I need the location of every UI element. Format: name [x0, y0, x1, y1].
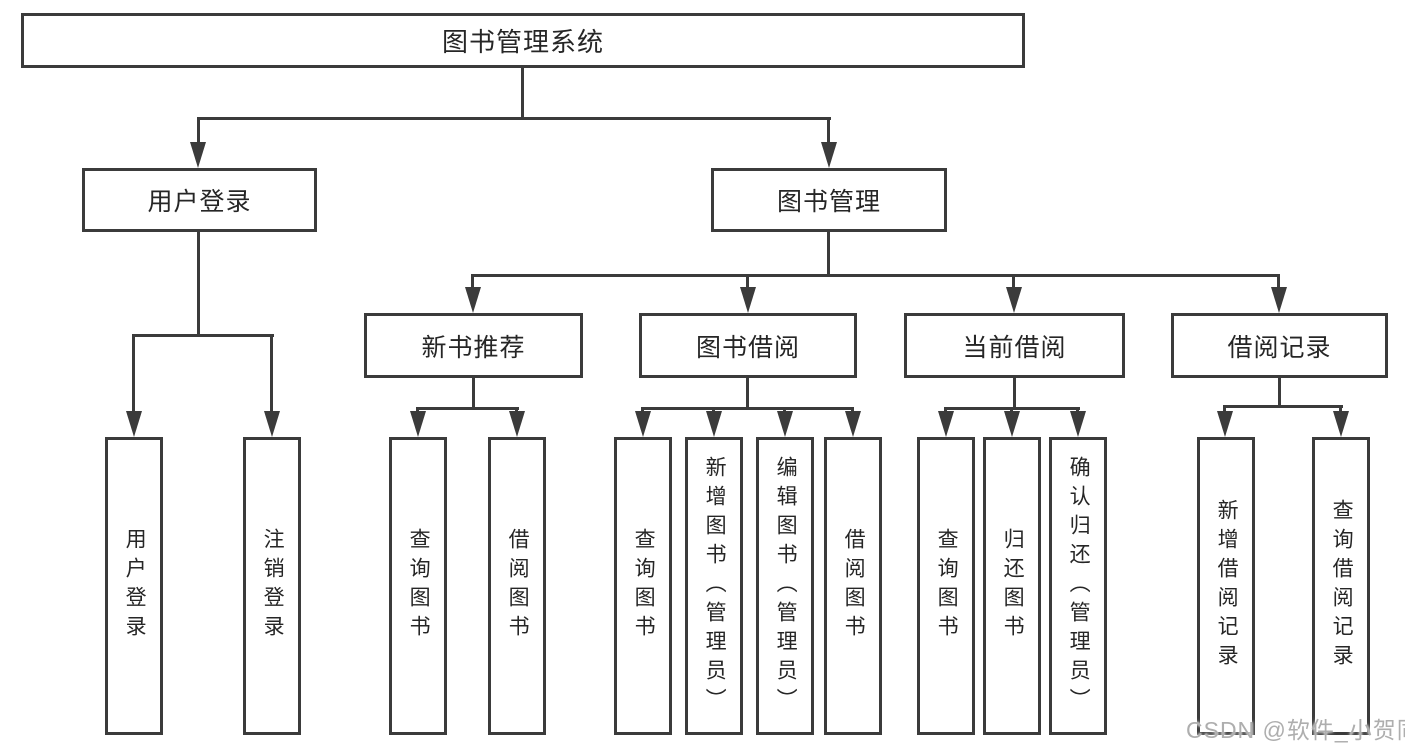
leaf-add-book-admin: 新增图书（管理员）	[685, 437, 743, 735]
connector-line	[746, 378, 749, 409]
node-book-management-label: 图书管理	[776, 188, 881, 216]
connector-line	[471, 274, 1280, 277]
connector-line	[197, 117, 200, 145]
leaf-return-books: 归还图书	[983, 437, 1041, 735]
connector-line	[746, 274, 749, 290]
node-user-login-group-label: 用户登录	[147, 188, 252, 216]
leaf-logout-label: 注销登录	[261, 528, 285, 644]
arrow-down-icon	[410, 411, 426, 437]
arrow-down-icon	[635, 411, 651, 437]
arrow-down-icon	[509, 411, 525, 437]
leaf-add-book-admin-label: 新增图书（管理员）	[703, 455, 727, 717]
connector-line	[1278, 378, 1281, 407]
leaf-borrow-books-borrowing-label: 借阅图书	[842, 528, 866, 644]
arrow-down-icon	[1006, 287, 1022, 313]
node-user-login-group: 用户登录	[82, 168, 317, 232]
connector-line	[416, 407, 519, 410]
leaf-return-books-label: 归还图书	[1001, 528, 1025, 644]
connector-line	[132, 334, 135, 414]
arrow-down-icon	[465, 287, 481, 313]
leaf-query-books-current-label: 查询图书	[935, 528, 959, 644]
connector-line	[1223, 405, 1226, 415]
leaf-borrow-books-recommend-label: 借阅图书	[506, 528, 530, 644]
connector-line	[1277, 274, 1280, 290]
connector-line	[197, 117, 831, 120]
connector-line	[471, 274, 474, 290]
connector-line	[197, 232, 200, 336]
connector-line	[827, 117, 830, 145]
leaf-query-borrow-record-label: 查询借阅记录	[1330, 499, 1354, 673]
arrow-down-icon	[938, 411, 954, 437]
node-book-borrowing: 图书借阅	[639, 313, 857, 378]
node-current-borrowing-label: 当前借阅	[962, 333, 1067, 362]
leaf-edit-book-admin-label: 编辑图书（管理员）	[774, 455, 798, 717]
leaf-user-login-label: 用户登录	[123, 528, 147, 644]
leaf-query-books-current: 查询图书	[917, 437, 975, 735]
arrow-down-icon	[1070, 411, 1086, 437]
connector-line	[472, 378, 475, 409]
leaf-confirm-return-admin-label: 确认归还（管理员）	[1067, 455, 1091, 717]
leaf-confirm-return-admin: 确认归还（管理员）	[1049, 437, 1107, 735]
leaf-add-borrow-record-label: 新增借阅记录	[1215, 499, 1239, 673]
leaf-logout: 注销登录	[243, 437, 301, 735]
connector-line	[1223, 405, 1343, 408]
connector-line	[132, 334, 274, 337]
node-borrowing-records: 借阅记录	[1171, 313, 1388, 378]
node-root-label: 图书管理系统	[441, 27, 604, 57]
arrow-down-icon	[706, 411, 722, 437]
leaf-query-books-recommend-label: 查询图书	[407, 528, 431, 644]
connector-line	[1339, 405, 1342, 415]
arrow-down-icon	[190, 142, 206, 168]
connector-line	[1013, 378, 1016, 409]
arrow-down-icon	[1004, 411, 1020, 437]
node-root: 图书管理系统	[21, 13, 1025, 68]
connector-line	[827, 232, 830, 276]
connector-line	[641, 407, 854, 410]
node-current-borrowing: 当前借阅	[904, 313, 1125, 378]
node-borrowing-records-label: 借阅记录	[1227, 333, 1332, 362]
leaf-borrow-books-recommend: 借阅图书	[488, 437, 546, 735]
node-book-management: 图书管理	[711, 168, 947, 232]
arrow-down-icon	[264, 411, 280, 437]
arrow-down-icon	[821, 142, 837, 168]
leaf-query-books-borrowing: 查询图书	[614, 437, 672, 735]
csdn-watermark: CSDN @软件_小贺同学	[1186, 717, 1405, 743]
node-new-book-recommend-label: 新书推荐	[421, 333, 526, 362]
arrow-down-icon	[1333, 411, 1349, 437]
leaf-add-borrow-record: 新增借阅记录	[1197, 437, 1255, 735]
connector-line	[1012, 274, 1015, 290]
leaf-edit-book-admin: 编辑图书（管理员）	[756, 437, 814, 735]
connector-line	[270, 334, 273, 414]
arrow-down-icon	[1271, 287, 1287, 313]
arrow-down-icon	[740, 287, 756, 313]
node-book-borrowing-label: 图书借阅	[695, 333, 800, 362]
arrow-down-icon	[126, 411, 142, 437]
leaf-borrow-books-borrowing: 借阅图书	[824, 437, 882, 735]
leaf-query-books-borrowing-label: 查询图书	[632, 528, 656, 644]
arrow-down-icon	[845, 411, 861, 437]
leaf-query-books-recommend: 查询图书	[389, 437, 447, 735]
leaf-user-login: 用户登录	[105, 437, 163, 735]
leaf-query-borrow-record: 查询借阅记录	[1312, 437, 1370, 735]
arrow-down-icon	[1217, 411, 1233, 437]
node-new-book-recommend: 新书推荐	[364, 313, 583, 378]
connector-line	[521, 68, 524, 118]
arrow-down-icon	[777, 411, 793, 437]
